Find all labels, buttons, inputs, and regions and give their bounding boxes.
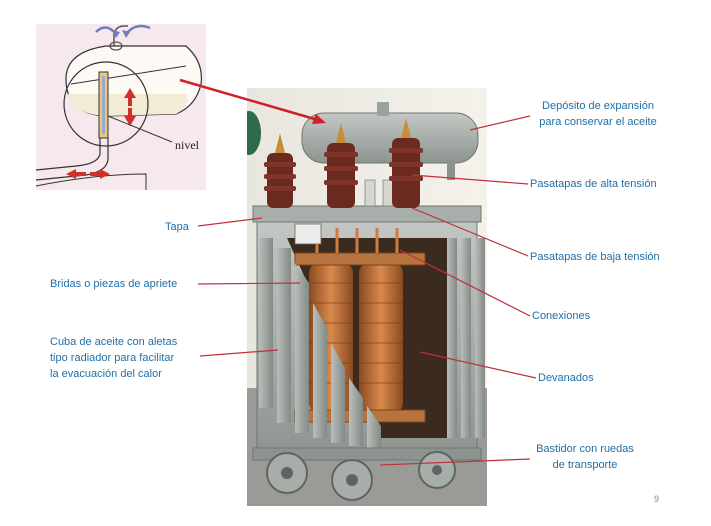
air-arrowhead-right-icon bbox=[122, 30, 130, 38]
arrow-down-icon bbox=[124, 116, 136, 126]
arrow-right-stem bbox=[90, 172, 100, 176]
label-deposito: Depósito de expansión para conservar el … bbox=[539, 100, 657, 128]
rating-plate bbox=[294, 223, 322, 245]
arrow-right-icon bbox=[100, 169, 110, 179]
oil-level-inset bbox=[36, 24, 206, 190]
arrow-up-icon bbox=[124, 88, 136, 98]
arrow-left-icon bbox=[66, 169, 76, 179]
radiator-fins-left bbox=[259, 238, 381, 448]
arrow-up-stem bbox=[128, 98, 132, 106]
conservator-support bbox=[447, 160, 455, 180]
end-cap-circle bbox=[63, 61, 149, 147]
winding-2 bbox=[359, 263, 403, 413]
air-arrowhead-left-icon bbox=[112, 30, 120, 38]
label-pasatapas-baja: Pasatapas de baja tensión bbox=[530, 251, 660, 263]
connecting-pipe-outer bbox=[36, 138, 101, 171]
conservator-vent bbox=[377, 102, 389, 116]
transformer-photo bbox=[247, 88, 487, 506]
label-cuba: Cuba de aceite con aletas tipo radiador … bbox=[50, 336, 178, 380]
upper-clamp bbox=[294, 252, 426, 266]
tank-lid bbox=[252, 205, 482, 223]
label-devanados: Devanados bbox=[538, 372, 594, 384]
arrow-left-stem bbox=[76, 172, 86, 176]
high-voltage-bushings bbox=[264, 118, 423, 208]
oil-surface-line bbox=[70, 65, 187, 85]
nivel-leader-line bbox=[107, 115, 173, 143]
green-object bbox=[247, 111, 261, 155]
breather-ring bbox=[109, 41, 123, 51]
nivel-label: nivel bbox=[175, 138, 199, 152]
label-bastidor: Bastidor con ruedas de transporte bbox=[536, 443, 634, 471]
label-tapa: Tapa bbox=[165, 221, 189, 233]
radiator-fins-right bbox=[447, 238, 485, 438]
oil-level-schematic bbox=[36, 24, 206, 190]
label-conexiones: Conexiones bbox=[532, 310, 591, 322]
tank-top-line bbox=[36, 173, 147, 190]
oil-fill bbox=[68, 94, 188, 116]
page-number: 9 bbox=[654, 494, 660, 504]
label-bridas: Bridas o piezas de apriete bbox=[50, 278, 178, 290]
arrow-down-stem bbox=[128, 108, 132, 116]
label-pasatapas-alta: Pasatapas de alta tensión bbox=[530, 178, 657, 190]
transformer-illustration bbox=[247, 88, 487, 506]
level-gauge-glass bbox=[102, 76, 105, 134]
